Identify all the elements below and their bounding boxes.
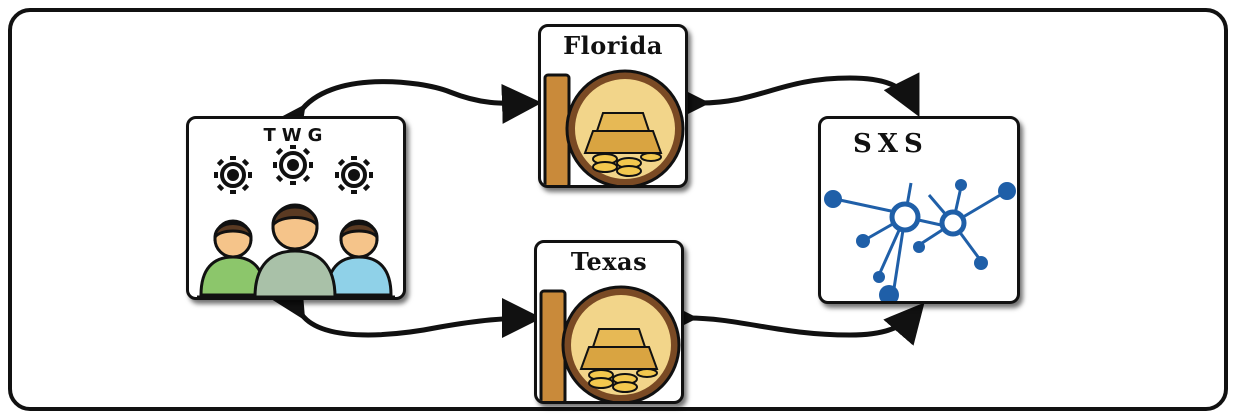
person-right [325, 219, 393, 297]
node-sxs-label: SXS [853, 129, 929, 159]
arrow-twg-texas [267, 275, 542, 339]
node-florida: Florida [538, 24, 688, 188]
gear-icon [273, 145, 313, 185]
node-texas: Texas [534, 240, 684, 404]
node-sxs: SXS [818, 116, 1020, 304]
gear-icon [335, 156, 373, 194]
arrow-texas-sxs [657, 297, 925, 346]
node-texas-label: Texas [570, 247, 648, 276]
node-twg-label: TWG [263, 125, 329, 146]
node-twg: TWG [186, 116, 406, 300]
arrow-florida-sxs [669, 72, 920, 124]
vault-gold-icon [543, 69, 685, 185]
arrow-twg-florida [266, 79, 542, 149]
gear-icon [214, 156, 252, 194]
person-left [199, 219, 267, 297]
gold-stack [579, 328, 659, 393]
vault-gold-icon [539, 285, 681, 401]
gold-stack [583, 112, 663, 177]
team-gears-icon [197, 145, 395, 297]
person-center [253, 203, 337, 297]
network-nodes-icon [824, 179, 1016, 301]
node-florida-label: Florida [563, 31, 663, 60]
